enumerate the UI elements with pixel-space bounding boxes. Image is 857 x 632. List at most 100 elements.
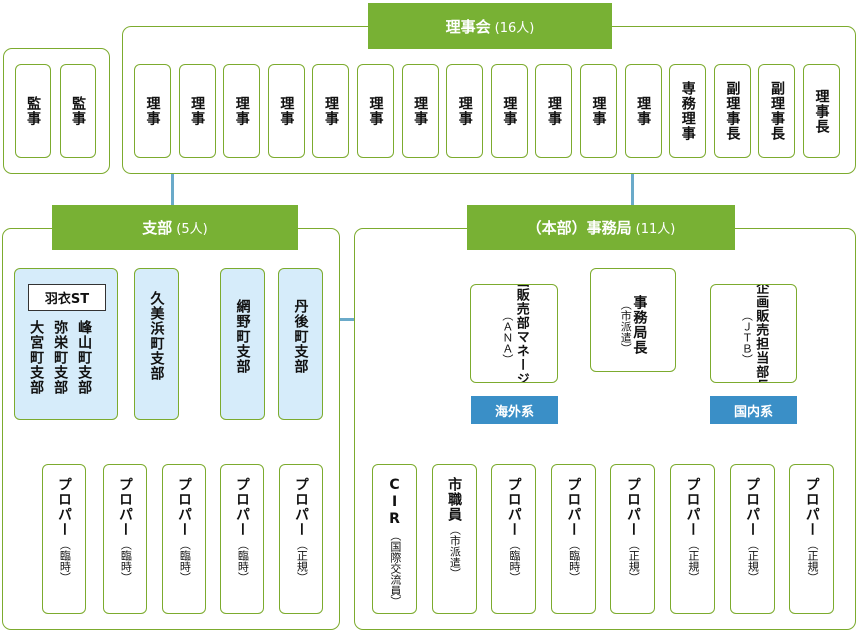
jtb-manager-sub: （ＪＴＢ） xyxy=(740,310,754,365)
auditor-label: 監事 xyxy=(70,96,87,126)
board-count: (16人) xyxy=(494,20,535,36)
board-header: 理事会 (16人) xyxy=(368,3,612,49)
branch-staff-box-title: プロパー xyxy=(176,477,193,537)
director-box-title: 理事 xyxy=(322,96,339,126)
branch-staff-box-sub: （臨時） xyxy=(119,539,133,583)
branch-staff-box: プロパー （臨時） xyxy=(42,464,86,614)
branch-header: 支部 (5人) xyxy=(52,205,298,250)
office-staff-box: プロパー （臨時） xyxy=(491,464,537,614)
mineyama-branch: 峰山町支部 xyxy=(76,320,93,395)
office-staff-box: CIR （国際交流員） xyxy=(372,464,417,614)
kumihama-branch-box: 久美浜町支部 xyxy=(134,268,179,420)
tango-branch-box: 丹後町支部 xyxy=(278,268,323,420)
ana-manager-sub: （ＡＮＡ） xyxy=(500,310,514,365)
branch-staff-box: プロパー（臨時） xyxy=(103,464,147,614)
director-box: 副理事長 xyxy=(758,64,796,158)
branch-staff-box: プロパー（正規） xyxy=(279,464,323,614)
yasaka-branch: 弥栄町支部 xyxy=(52,320,69,395)
director-box-title: 理事 xyxy=(144,96,161,126)
director-box: 事務局長 （市派遣） xyxy=(590,268,676,372)
office-staff-box-sub: （国際交流員） xyxy=(388,530,402,607)
director-box-title: 理事長 xyxy=(813,88,830,134)
domestic-tag: 国内系 xyxy=(710,396,797,424)
director-box: 理事 xyxy=(580,64,617,158)
office-staff-box-sub: （正規） xyxy=(627,539,641,583)
office-staff-box-title: CIR xyxy=(386,477,403,528)
director-box: 理事 xyxy=(267,64,305,158)
branch-staff-box-title: プロパー xyxy=(56,477,73,537)
branch-staff-box-sub: （臨時） xyxy=(178,539,192,583)
director-box: 専務理事 xyxy=(669,64,707,158)
office-staff-box-title: プロパー xyxy=(744,477,761,537)
director-box: 副理事長 xyxy=(713,64,751,158)
auditor-label: 監事 xyxy=(25,96,42,126)
director-box-title: 理事 xyxy=(545,96,562,126)
branch-staff-box: プロパー （臨時） xyxy=(162,464,206,614)
director-box: 理事 xyxy=(401,64,439,158)
branch-staff-box-title: プロパー xyxy=(234,477,251,537)
office-staff-box-title: プロパー xyxy=(565,477,582,537)
auditor-box-1: 監事 xyxy=(15,64,51,158)
jtb-manager-title: 企画販売担当部長 xyxy=(753,284,769,383)
office-staff-box-sub: （市派遣） xyxy=(448,524,462,579)
ana-manager-title: 企画販売部マネージャー xyxy=(513,284,529,383)
director-box-title: 理事 xyxy=(501,96,518,126)
director-box-title: 理事 xyxy=(456,96,473,126)
director-box-title: 理事 xyxy=(412,96,429,126)
director-box-title: 理事 xyxy=(635,96,652,126)
office-staff-box-sub: （臨時） xyxy=(508,539,521,583)
director-box: 理事 xyxy=(178,64,216,158)
board-title: 理事会 xyxy=(445,17,491,36)
board-to-branch-line xyxy=(171,172,174,208)
kumihama-branch: 久美浜町支部 xyxy=(148,291,165,381)
office-staff-box-title: 市職員 xyxy=(446,477,463,522)
director-box: 理事 xyxy=(446,64,484,158)
office-header: （本部）事務局 (11人) xyxy=(467,205,735,250)
branch-title: 支部 xyxy=(142,219,173,237)
branch-staff-box-sub: （正規） xyxy=(295,539,309,583)
office-staff-box-sub: （臨時） xyxy=(567,539,581,583)
branch-staff-box-sub: （臨時） xyxy=(58,539,72,583)
director-box: 理事 xyxy=(535,64,573,158)
office-staff-box: プロパー （正規） xyxy=(610,464,656,614)
director-box-title: 副理事長 xyxy=(724,81,741,141)
office-staff-box: プロパー（正規） xyxy=(789,464,835,614)
office-staff-box: 市職員 （市派遣） xyxy=(431,464,477,614)
office-staff-box-title: プロパー xyxy=(684,477,701,537)
director-box: 理事 xyxy=(490,64,528,158)
branch-staff-box-sub: （臨時） xyxy=(236,539,250,583)
office-staff-box-title: プロパー xyxy=(505,477,522,537)
director-box-title: 理事 xyxy=(590,96,607,126)
office-staff-box: プロパー （臨時） xyxy=(550,464,596,614)
director-box: 理事 xyxy=(624,64,662,158)
director-box: 理事 xyxy=(312,64,350,158)
director-box-title: 理事 xyxy=(278,96,295,126)
jtb-manager-box: 企画販売担当部長 （ＪＴＢ） xyxy=(710,284,797,383)
office-staff-box: プロパー （正規） xyxy=(670,464,715,614)
director-box-title: 副理事長 xyxy=(768,81,785,141)
board-to-office-line xyxy=(631,172,634,208)
director-box-title: 理事 xyxy=(367,96,384,126)
amino-branch-box: 網野町支部 xyxy=(220,268,265,420)
director-box-title: 専務理事 xyxy=(679,81,696,141)
office-staff-box-sub: （正規） xyxy=(806,539,819,583)
overseas-tag: 海外系 xyxy=(471,396,558,424)
hagoromo-st-label: 羽衣ST xyxy=(28,284,106,311)
director-box: 理事 xyxy=(223,64,261,158)
auditor-box-2: 監事 xyxy=(60,64,96,158)
omiya-branch: 大宮町支部 xyxy=(28,320,45,395)
branch-staff-box: プロパー （臨時） xyxy=(220,464,264,614)
office-staff-box-sub: （正規） xyxy=(686,539,700,583)
director-box: 理事 xyxy=(357,64,394,158)
office-count: (11人) xyxy=(635,222,676,237)
office-staff-box-title: プロパー xyxy=(624,477,641,537)
amino-branch: 網野町支部 xyxy=(234,299,251,374)
director-sub: （市派遣） xyxy=(619,298,633,354)
office-staff-box: プロパー（正規） xyxy=(729,464,775,614)
tango-branch: 丹後町支部 xyxy=(292,299,309,374)
ana-manager-box: 企画販売部マネージャー （ＡＮＡ） xyxy=(470,284,558,383)
branch-count: (5人) xyxy=(176,222,208,237)
office-title: （本部）事務局 xyxy=(526,219,632,237)
director-box: 理事 xyxy=(134,64,171,158)
director-title: 事務局長 xyxy=(631,295,648,355)
